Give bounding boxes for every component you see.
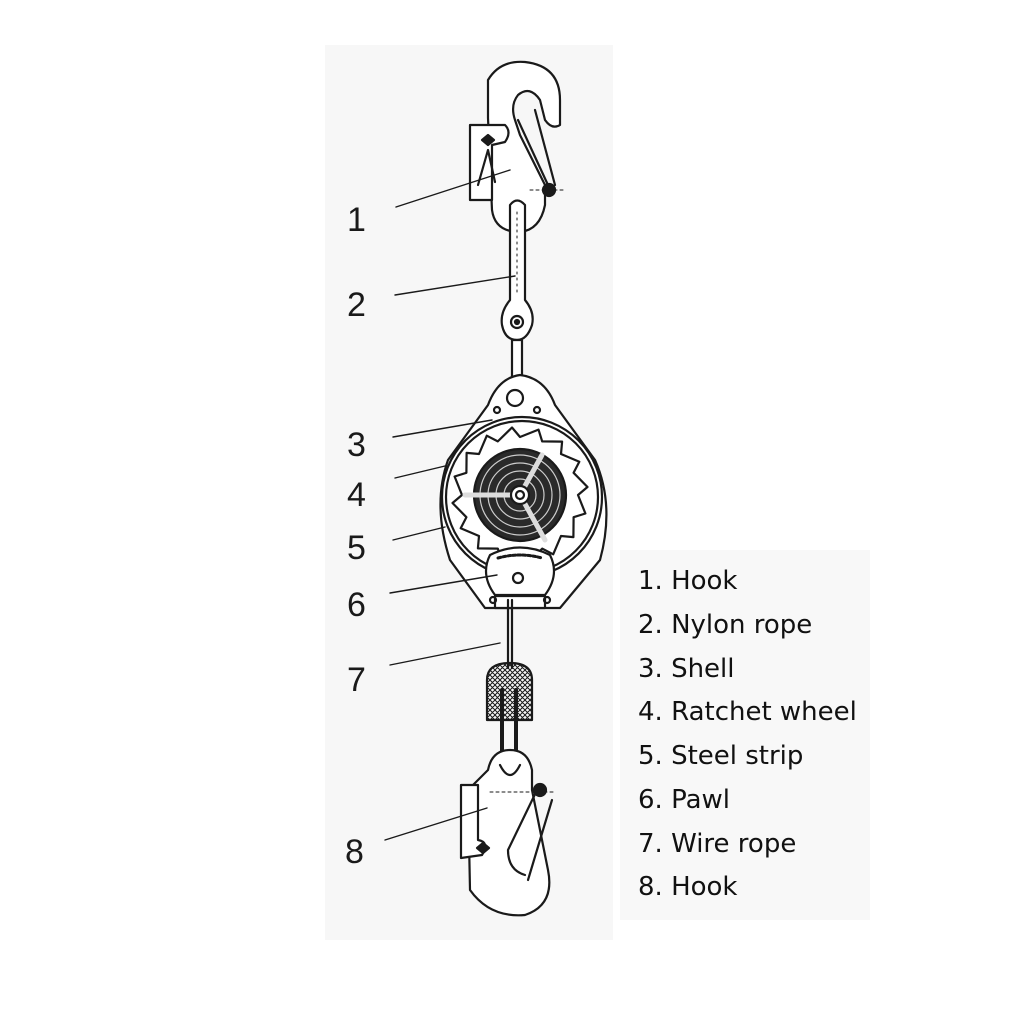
callout-4: 4 xyxy=(347,476,366,514)
callout-7: 7 xyxy=(347,661,366,699)
callout-6: 6 xyxy=(347,586,366,624)
wire-rope xyxy=(506,598,514,670)
leader-line-1 xyxy=(395,169,511,208)
leader-lines xyxy=(384,169,516,841)
leader-line-6 xyxy=(389,574,498,594)
nylon-rope xyxy=(500,199,534,380)
leader-line-8 xyxy=(384,807,488,841)
legend-item: 8. Hook xyxy=(638,872,738,902)
legend-item: 6. Pawl xyxy=(638,785,731,815)
callout-3: 3 xyxy=(347,426,366,464)
legend-item: 7. Wire rope xyxy=(638,829,797,859)
parts-legend: 1. Hook 2. Nylon rope 3. Shell 4. Ratche… xyxy=(620,550,870,920)
legend-item: 4. Ratchet wheel xyxy=(638,697,857,727)
callout-5: 5 xyxy=(347,529,366,567)
leader-line-3 xyxy=(392,419,493,438)
pawl xyxy=(484,546,556,610)
callout-8: 8 xyxy=(345,833,364,871)
legend-item: 3. Shell xyxy=(638,654,735,684)
leader-line-5 xyxy=(392,526,446,541)
legend-item: 1. Hook xyxy=(638,566,738,596)
leader-line-4 xyxy=(394,465,446,479)
legend-item: 5. Steel strip xyxy=(638,741,804,771)
steel-strip-coil xyxy=(462,447,568,543)
leader-line-2 xyxy=(394,275,516,296)
callout-2: 2 xyxy=(347,286,366,324)
callout-1: 1 xyxy=(347,201,366,239)
bottom-hook xyxy=(459,748,556,917)
top-hook xyxy=(468,60,566,234)
leader-line-7 xyxy=(389,642,501,666)
legend-item: 2. Nylon rope xyxy=(638,610,813,640)
